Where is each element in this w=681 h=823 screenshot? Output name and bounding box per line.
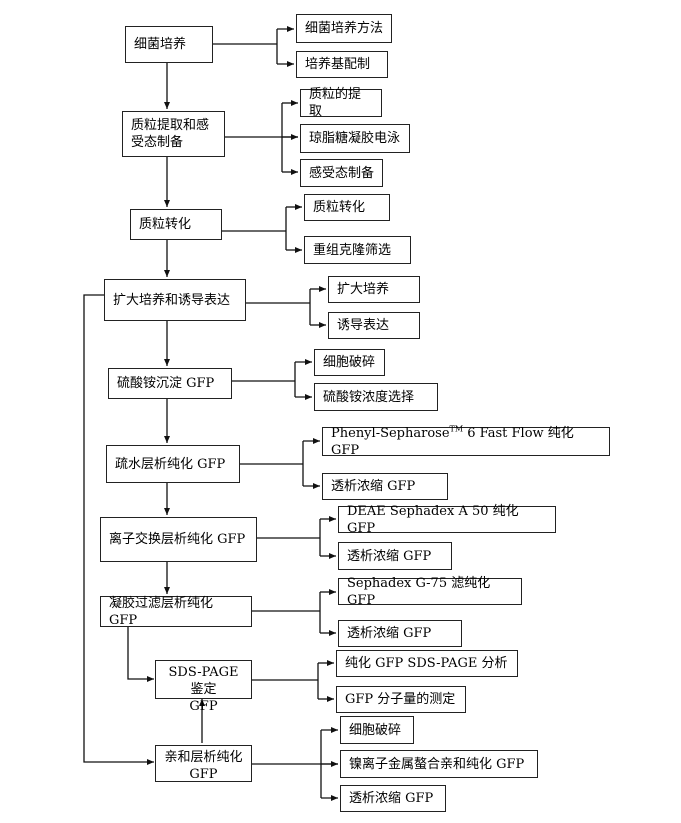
substep-phenyl-sepharose: Phenyl-SepharoseTM 6 Fast Flow 纯化 GFP [322, 425, 610, 459]
substep-dialysis-4: 透析浓缩 GFP [340, 785, 446, 812]
step-label: 亲和层析纯化 GFP [164, 750, 243, 782]
step-label: 硫酸铵沉淀 GFP [117, 376, 215, 391]
arrow-s8-s9 [127, 627, 154, 682]
substep-label: 硫酸铵浓度选择 [323, 389, 415, 405]
step-gel-filtration: 凝胶过滤层析纯化 GFP [100, 595, 252, 628]
substep-sulfate-concentration: 硫酸铵浓度选择 [314, 383, 438, 411]
step-bacteria-culture: 细菌培养 [125, 26, 213, 63]
phenyl-suffix: 6 Fast Flow 纯化 GFP [331, 425, 574, 458]
substep-label: GFP 分子量的测定 [345, 692, 456, 707]
step-label: 细菌培养 [134, 37, 187, 52]
substep-label: 镍离子金属螯合亲和纯化 GFP [349, 756, 525, 772]
step-plasmid-transformation: 质粒转化 [130, 209, 222, 240]
step-label: 离子交换层析纯化 GFP [109, 532, 246, 547]
substep-cell-disruption: 细胞破碎 [314, 349, 385, 376]
substep-label: Sephadex G-75 滤纯化 GFP [347, 575, 491, 608]
substep-label: 诱导表达 [337, 318, 390, 333]
step-label: 质粒转化 [139, 217, 192, 232]
substep-sephadex-g75: Sephadex G-75 滤纯化 GFP [338, 576, 522, 608]
substep-label: 重组克隆筛选 [313, 242, 392, 258]
substep-label: 细胞破碎 [349, 722, 402, 738]
step-ammonium-sulfate: 硫酸铵沉淀 GFP [108, 368, 232, 399]
substep-scale-up: 扩大培养 [328, 276, 420, 303]
step-hydrophobic: 疏水层析纯化 GFP [106, 445, 240, 483]
substep-label: 感受态制备 [309, 165, 375, 181]
substep-transformation: 质粒转化 [304, 194, 390, 221]
substep-dialysis-3: 透析浓缩 GFP [338, 620, 462, 647]
substep-label: 透析浓缩 GFP [347, 626, 432, 641]
substep-label: 透析浓缩 GFP [347, 548, 432, 564]
substep-label: Phenyl-SepharoseTM 6 Fast Flow 纯化 GFP [331, 425, 601, 459]
step-affinity: 亲和层析纯化 GFP [155, 745, 252, 782]
substep-label: 扩大培养 [337, 282, 390, 297]
substep-label: 细胞破碎 [323, 355, 376, 370]
substep-cell-disruption-2: 细胞破碎 [340, 716, 414, 744]
step-label: 扩大培养和诱导表达 [113, 292, 231, 308]
substep-medium-prep: 培养基配制 [296, 51, 388, 78]
step-ion-exchange: 离子交换层析纯化 GFP [100, 517, 257, 562]
substep-induction: 诱导表达 [328, 312, 420, 339]
substep-culture-method: 细菌培养方法 [296, 14, 392, 43]
substep-molecular-weight: GFP 分子量的测定 [336, 686, 466, 713]
substep-agarose-electrophoresis: 琼脂糖凝胶电泳 [300, 124, 410, 153]
substep-plasmid-extract: 质粒的提取 [300, 87, 382, 119]
step-label: SDS-PAGE 鉴定 GFP [168, 665, 239, 714]
step-plasmid-extraction: 质粒提取和感 受态制备 [122, 111, 225, 157]
step-label: 凝胶过滤层析纯化 GFP [109, 595, 214, 628]
substep-label: 透析浓缩 GFP [349, 791, 434, 806]
substep-sds-analysis: 纯化 GFP SDS-PAGE 分析 [336, 650, 518, 677]
step-label: 疏水层析纯化 GFP [115, 456, 226, 472]
substep-dialysis-2: 透析浓缩 GFP [338, 542, 452, 570]
step-scale-up-induction: 扩大培养和诱导表达 [104, 279, 246, 321]
substep-label: 细菌培养方法 [305, 21, 384, 36]
arrow-s4-s10 [83, 294, 154, 765]
trademark-sup: TM [449, 424, 464, 434]
step-sds-page: SDS-PAGE 鉴定 GFP [155, 660, 252, 714]
substep-label: 质粒的提取 [309, 87, 362, 119]
substep-dialysis-1: 透析浓缩 GFP [322, 473, 448, 500]
substep-deae-sephadex: DEAE Sephadex A 50 纯化 GFP [338, 504, 556, 536]
substep-label: 透析浓缩 GFP [331, 479, 416, 494]
phenyl-text: Phenyl-Sepharose [331, 425, 450, 441]
substep-label: DEAE Sephadex A 50 纯化 GFP [347, 503, 519, 536]
substep-label: 琼脂糖凝胶电泳 [309, 131, 401, 146]
substep-label: 纯化 GFP SDS-PAGE 分析 [345, 656, 508, 671]
substep-label: 质粒转化 [313, 200, 366, 215]
substep-clone-screening: 重组克隆筛选 [304, 236, 411, 264]
substep-competent-prep: 感受态制备 [300, 159, 383, 187]
substep-label: 培养基配制 [305, 57, 371, 72]
step-label: 质粒提取和感 受态制备 [131, 118, 210, 150]
substep-nickel-affinity: 镍离子金属螯合亲和纯化 GFP [340, 750, 538, 778]
